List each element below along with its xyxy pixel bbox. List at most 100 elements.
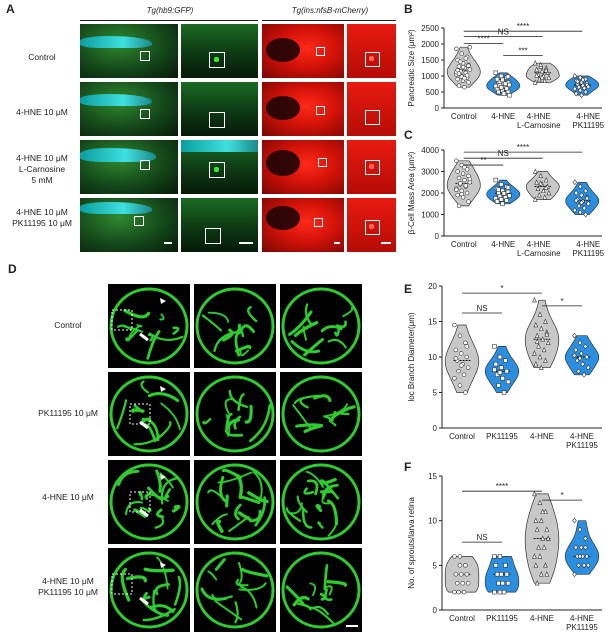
panel-label-b: B [404, 2, 413, 16]
significance-label: * [560, 491, 563, 500]
data-point [497, 370, 503, 375]
data-point [540, 535, 546, 541]
data-point [545, 339, 551, 345]
data-point [463, 563, 468, 568]
data-point [466, 63, 471, 68]
data-point [462, 76, 467, 81]
data-point [543, 177, 549, 183]
vessel-image-r2-c2 [194, 372, 276, 456]
data-point [499, 85, 504, 90]
y-tick-label: 5 [433, 561, 438, 570]
data-point [460, 580, 465, 586]
data-point [464, 344, 470, 349]
data-point [456, 368, 461, 374]
data-point [460, 171, 466, 176]
y-axis-label: Pancreatic Size (μm²) [407, 29, 416, 106]
data-point [540, 508, 546, 514]
micrograph-gfp-hne-pk [80, 198, 178, 252]
y-tick-label: 1000 [421, 211, 439, 220]
x-tick-label: 4-HNE [530, 432, 554, 441]
data-point [456, 83, 462, 88]
col-header-mcherry-line [262, 20, 396, 21]
data-point [577, 526, 583, 533]
data-point [453, 572, 459, 577]
vessel-image-r1-c3 [280, 284, 362, 368]
data-point [573, 544, 579, 551]
data-point [456, 64, 462, 69]
significance-label: **** [517, 143, 529, 152]
data-point [504, 86, 509, 91]
data-point [579, 199, 584, 206]
data-point [583, 187, 588, 194]
data-point [493, 83, 498, 89]
data-point [583, 89, 588, 95]
y-tick-label: 3000 [421, 168, 439, 177]
data-point [539, 74, 545, 80]
vessel-image-r3-c2 [194, 460, 276, 544]
data-point [501, 91, 507, 96]
data-point [501, 191, 507, 196]
significance-label: **** [496, 482, 508, 491]
data-point [458, 59, 463, 64]
data-point [538, 364, 544, 370]
vessel-image-r1-c1 [108, 284, 190, 368]
y-tick-label: 0 [435, 104, 440, 113]
data-point [505, 379, 511, 385]
retinal-vasculature-grid [108, 284, 362, 632]
data-point [580, 76, 586, 83]
data-point [586, 200, 591, 207]
x-tick-label: 4-HNE [530, 614, 554, 623]
y-tick-label: 1500 [421, 56, 439, 65]
data-point [492, 344, 497, 349]
data-point [466, 199, 471, 204]
significance-label: NS [498, 28, 509, 37]
data-point [574, 357, 580, 364]
data-point [577, 87, 583, 94]
data-point [458, 181, 463, 186]
y-tick-label: 15 [428, 472, 437, 481]
significance-label: **** [517, 22, 529, 31]
y-tick-label: 500 [426, 88, 440, 97]
row-label-d-control: Control [54, 320, 82, 330]
micrograph-gfp-hne-pk-zoom [181, 198, 258, 252]
data-point [452, 322, 457, 328]
vessel-image-r4-c2 [194, 548, 276, 632]
violin-2 [524, 299, 560, 369]
data-point [533, 562, 539, 568]
data-point [464, 73, 470, 78]
row-label-d-pk: PK11195 10 μM [38, 408, 98, 418]
data-point [496, 383, 501, 388]
row-label-a-hne: 4-HNE 10 μM [16, 107, 68, 117]
data-point [463, 340, 468, 346]
data-point [456, 175, 462, 181]
data-point [544, 331, 550, 337]
data-point [455, 169, 460, 174]
data-point [575, 78, 580, 85]
data-point [466, 80, 471, 85]
data-point [492, 367, 497, 372]
data-point [459, 351, 464, 356]
significance-label: NS [476, 304, 487, 313]
data-point [504, 369, 510, 374]
data-point [537, 353, 543, 360]
data-point [465, 365, 471, 370]
panel-label-c: C [404, 128, 413, 142]
data-point [543, 318, 548, 324]
data-point [533, 361, 539, 367]
data-point [534, 66, 540, 72]
data-point [499, 197, 504, 202]
data-point [572, 517, 577, 524]
significance-label: **** [477, 34, 489, 43]
data-point [541, 544, 547, 550]
vessel-image-r2-c1 [108, 372, 190, 456]
y-tick-label: 2000 [421, 40, 439, 49]
data-point [500, 581, 505, 586]
significance-label: NS [498, 149, 509, 158]
significance-label: NS [476, 533, 487, 542]
data-point [543, 67, 549, 73]
data-point [532, 490, 537, 497]
data-point [532, 196, 538, 202]
vessel-image-r2-c3 [280, 372, 362, 456]
row-label-d-hne-pk: 4-HNE 10 μM PK11195 10 μM [38, 576, 98, 597]
